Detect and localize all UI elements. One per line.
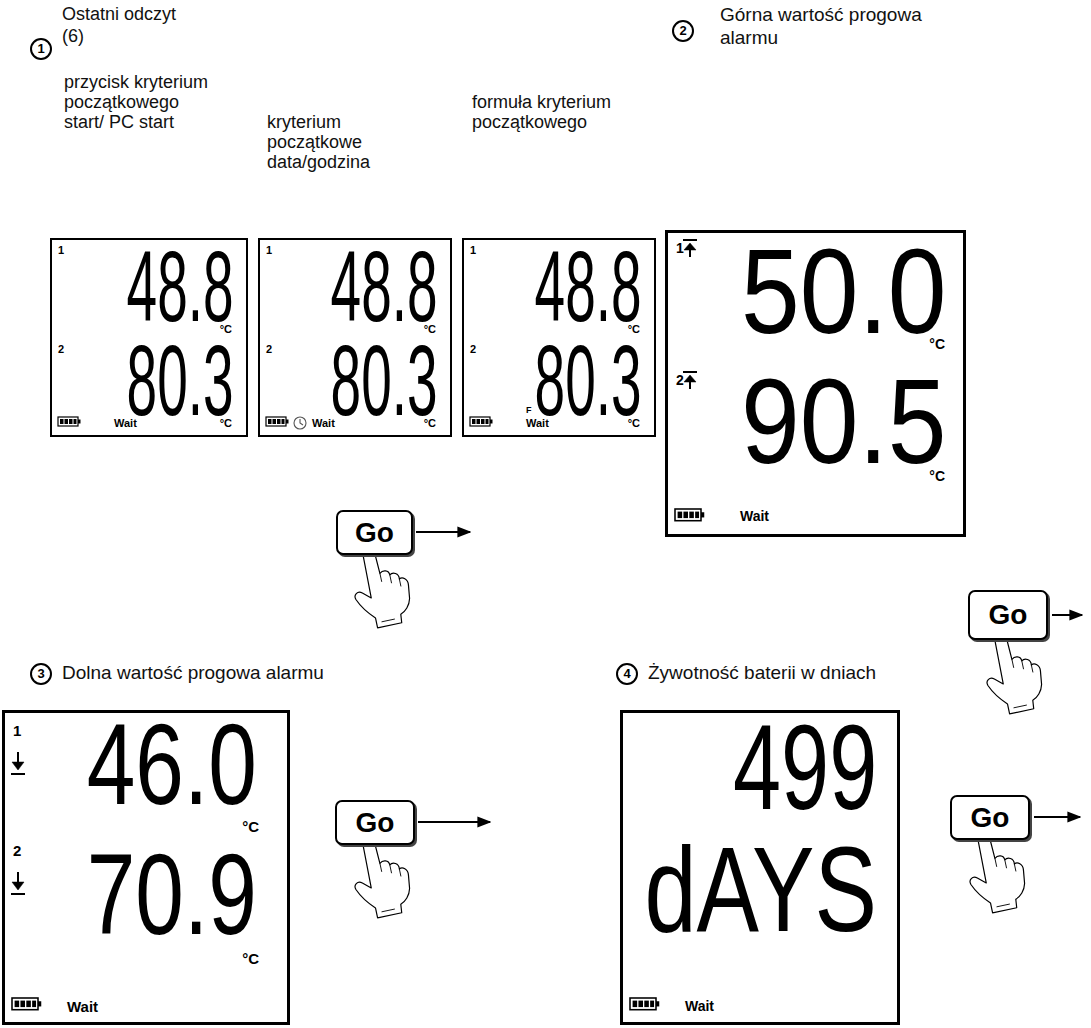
unit-label: °C bbox=[424, 418, 436, 429]
lcd-display: formuła kryterium początkowego148.8°C280… bbox=[462, 238, 656, 437]
unit-label: °C bbox=[929, 337, 945, 351]
pressing-hand bbox=[978, 629, 1048, 718]
lcd-reading: 80.3 bbox=[331, 330, 438, 430]
pressing-hand bbox=[346, 543, 416, 632]
status-text: Wait bbox=[685, 999, 714, 1013]
battery-icon bbox=[675, 509, 704, 521]
next-arrow bbox=[1034, 816, 1080, 818]
status-text: Wait bbox=[526, 418, 549, 429]
status-text: Wait bbox=[312, 418, 335, 429]
unit-label: °C bbox=[242, 819, 259, 834]
step-number: 4 bbox=[616, 663, 638, 685]
pressing-hand bbox=[961, 828, 1031, 917]
channel-number: 2 bbox=[13, 843, 21, 858]
lcd-reading: 70.9 bbox=[87, 837, 257, 952]
upper-limit-arrow bbox=[683, 240, 697, 257]
lcd-reading: 90.5 bbox=[741, 361, 947, 481]
go-button: Go bbox=[968, 590, 1048, 640]
channel-number: 2 bbox=[676, 373, 684, 387]
lcd-caption: formuła kryterium początkowego bbox=[472, 92, 614, 132]
section-heading: Żywotność baterii w dniach bbox=[648, 662, 876, 685]
channel-number: 2 bbox=[266, 344, 272, 355]
button-label: Go bbox=[989, 601, 1028, 629]
unit-label: °C bbox=[628, 418, 640, 429]
lcd-reading: 46.0 bbox=[87, 707, 257, 822]
go-button: Go bbox=[335, 800, 415, 845]
status-text: Wait bbox=[114, 418, 137, 429]
lcd-display: 146.0°C270.9°CWait bbox=[2, 710, 290, 1025]
channel-number: 1 bbox=[470, 245, 476, 256]
go-button: Go bbox=[950, 795, 1030, 840]
lcd-display: kryterium początkowe data/godzina148.8°C… bbox=[258, 238, 452, 437]
lcd-reading: 48.8 bbox=[127, 236, 234, 336]
channel-number: 1 bbox=[266, 245, 272, 256]
status-text: Wait bbox=[67, 999, 98, 1014]
lcd-reading: dAYS bbox=[645, 829, 877, 949]
unit-label: °C bbox=[242, 951, 259, 966]
lower-limit-arrow bbox=[11, 872, 25, 894]
step-number: 1 bbox=[30, 38, 52, 60]
upper-limit-arrow bbox=[683, 372, 697, 389]
unit-label: °C bbox=[929, 469, 945, 483]
section-heading: Dolna wartość progowa alarmu bbox=[62, 662, 324, 685]
lcd-reading: 50.0 bbox=[741, 231, 947, 351]
button-label: Go bbox=[971, 804, 1010, 832]
lower-limit-arrow bbox=[11, 752, 25, 774]
section-heading: Górna wartość progowa alarmu bbox=[720, 4, 960, 50]
lcd-reading: 80.3 bbox=[535, 330, 642, 430]
button-label: Go bbox=[356, 809, 395, 837]
lcd-display: przycisk kryterium początkowego start/ P… bbox=[50, 238, 248, 437]
lcd-reading: 48.8 bbox=[535, 236, 642, 336]
section-heading: Ostatni odczyt (6) bbox=[62, 4, 197, 47]
clock-icon bbox=[294, 417, 306, 429]
channel-number: 1 bbox=[13, 723, 21, 738]
formula-indicator: F bbox=[526, 406, 532, 415]
next-arrow bbox=[418, 821, 490, 823]
battery-icon bbox=[12, 998, 41, 1010]
lcd-reading: 499 bbox=[733, 707, 877, 827]
button-label: Go bbox=[355, 519, 394, 547]
lcd-display: 499dAYS Wait bbox=[620, 710, 900, 1025]
channel-number: 2 bbox=[470, 344, 476, 355]
go-button: Go bbox=[336, 510, 413, 555]
lcd-reading: 48.8 bbox=[331, 236, 438, 336]
channel-number: 1 bbox=[58, 245, 64, 256]
pressing-hand bbox=[346, 833, 416, 922]
lcd-caption: przycisk kryterium początkowego start/ P… bbox=[64, 72, 214, 132]
next-arrow bbox=[1052, 614, 1082, 616]
lcd-caption: kryterium początkowe data/godzina bbox=[267, 112, 409, 172]
next-arrow bbox=[416, 531, 470, 533]
channel-number: 2 bbox=[58, 344, 64, 355]
battery-icon bbox=[266, 417, 289, 426]
battery-icon bbox=[630, 998, 659, 1010]
step-number: 3 bbox=[30, 663, 52, 685]
channel-number: 1 bbox=[676, 241, 684, 255]
lcd-reading: 80.3 bbox=[127, 330, 234, 430]
lcd-display: 150.0°C290.5°CWait bbox=[665, 230, 966, 537]
battery-icon bbox=[58, 417, 81, 426]
step-number: 2 bbox=[672, 20, 694, 42]
unit-label: °C bbox=[220, 418, 232, 429]
battery-icon bbox=[470, 417, 493, 426]
status-text: Wait bbox=[740, 509, 769, 523]
